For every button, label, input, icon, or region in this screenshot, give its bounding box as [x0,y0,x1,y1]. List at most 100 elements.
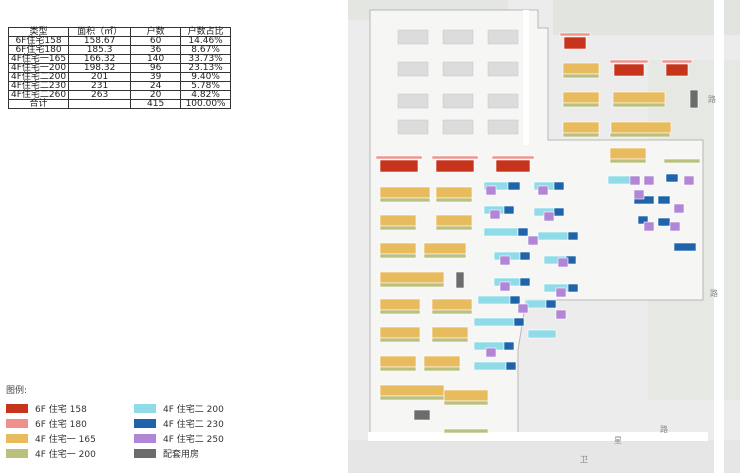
legend-label: 配套用房 [163,449,200,460]
road-label: 路 [710,288,718,298]
building-block [657,217,671,227]
building-block [633,189,645,200]
building-block [379,395,445,401]
building-block [443,389,489,402]
building-block [423,253,467,259]
legend-item: 4F 住宅一 200 [6,447,96,460]
building-block [379,197,431,203]
legend-swatch [134,403,156,413]
building-block [499,281,511,292]
building-block [455,271,465,289]
building-block [562,62,600,75]
building-block [379,253,417,259]
site-plan: 路 路 卫 星 路 [348,0,740,473]
building-block [491,155,535,160]
building-block [485,347,497,358]
building-block [499,255,511,266]
road-label: 路 [660,424,668,434]
legend: 图例: 6F 住宅 158 6F 住宅 180 4F 住宅一 165 4F 住宅… [6,383,336,473]
legend-item: 4F 住宅一 165 [6,432,96,445]
building-block [509,295,521,305]
building-block [379,242,417,255]
building-block [485,185,497,196]
legend-swatch [134,433,156,443]
building-block [517,303,529,314]
building-block [473,361,507,371]
legend-label: 6F 住宅 180 [35,419,87,430]
building-block [559,32,591,37]
building-block [562,91,600,104]
legend-swatch [6,418,28,428]
road-label: 路 [708,94,716,104]
building-block [379,271,445,284]
green-area [553,0,740,35]
building-block [669,221,681,232]
legend-item: 4F 住宅二 200 [134,402,224,415]
building-block [562,132,600,138]
building-block [609,132,671,138]
building-block [435,186,473,199]
building-block [379,366,417,372]
building-block [431,326,469,339]
existing-buildings [397,29,519,135]
building-block [519,251,531,261]
building-block [683,175,695,186]
building-block [503,205,515,215]
cell-area: 263 [68,90,132,100]
building-block [379,282,445,288]
cell-type: 合计 [7,99,70,109]
building-block [665,173,679,183]
building-block [673,203,685,214]
building-block [525,299,547,309]
building-block [423,355,461,368]
legend-label: 4F 住宅二 250 [163,434,224,445]
building-block [375,155,423,160]
building-block [431,298,473,311]
building-block [435,225,473,231]
building-block [435,197,473,203]
building-block [379,186,431,199]
building-block [562,121,600,134]
road-label: 星 [614,436,622,445]
legend-item: 6F 住宅 158 [6,402,87,415]
building-block [543,211,555,222]
building-block [513,317,525,327]
building-block [563,36,587,50]
building-block [423,366,461,372]
building-block [379,384,445,397]
building-block [505,361,517,371]
building-block [527,235,539,246]
building-block [413,409,431,421]
building-block [657,195,671,205]
building-block [613,63,645,77]
building-block [663,158,701,164]
building-block [431,337,469,343]
building-block [537,185,549,196]
legend-item: 4F 住宅二 230 [134,417,224,430]
building-block [423,242,467,255]
building-block [431,309,473,315]
building-block [443,400,489,406]
building-block [609,147,647,160]
building-block [435,159,475,173]
building-block [610,121,672,134]
building-block [379,309,421,315]
building-block [473,317,515,327]
roads [368,0,724,473]
legend-swatch [134,418,156,428]
building-block [643,221,655,232]
building-block [557,257,569,268]
green-area [348,440,740,473]
building-block [443,428,489,434]
legend-swatch [6,403,28,413]
cell-units: 415 [130,99,182,109]
building-block [629,175,641,186]
legend-title: 图例: [6,386,28,396]
building-block [477,295,511,305]
legend-item: 配套用房 [134,447,200,460]
building-block [612,102,666,108]
building-block [495,159,531,173]
